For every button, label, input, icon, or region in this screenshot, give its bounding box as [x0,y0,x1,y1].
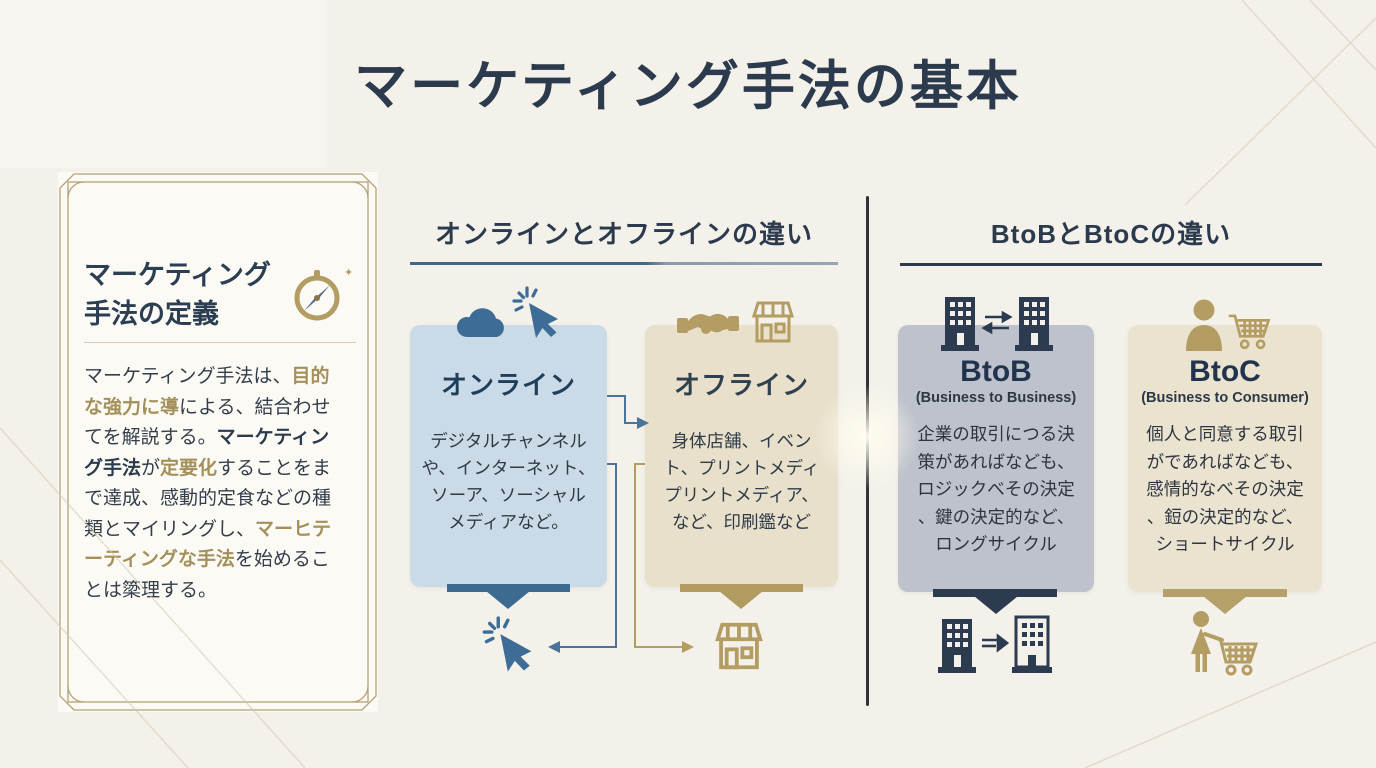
offline-card-tail-bar [680,584,803,592]
btob-card-title: BtoB [960,355,1032,388]
section-divider [866,196,869,706]
definition-body: マーケティング手法は、目的な強力に導による、結合わせてを解説する。マーケティング… [84,362,337,606]
body-line: プリントメディア、 [664,485,819,505]
btoc-card-tail-bar [1163,589,1287,597]
person-icon [1186,299,1222,351]
text-segment: マーケティング手法は、 [84,366,292,387]
btoc-card-body: 個人と同意する取引がであればなども、感情的なべその決定、鋀の決定的など、ショート… [1128,421,1322,559]
body-line: メディアなど。 [448,512,569,532]
body-line: デジタルチャンネル [430,431,587,451]
compass-icon [294,270,340,321]
body-line: ソーア、ソーシャル [431,485,586,505]
online-card-title: オンライン [440,370,576,400]
body-line: 感情的なべその決定 [1146,479,1304,499]
cloud-icon [456,308,504,338]
online-offline-underline [410,262,838,265]
offline-card-body: 身体店舗、イベント、プリントメディプリントメディア、など、印刷鑑など [645,428,838,536]
btoc-card: BtoC (Business to Consumer) 個人と同意する取引がであ… [1128,325,1322,592]
body-line: 個人と同意する取引 [1146,424,1304,444]
btob-card-subtitle: (Business to Business) [915,390,1077,406]
definition-heading-line2: 手法の定義 [84,299,219,329]
body-line: 企業の取引につる決 [917,424,1075,444]
text-segment: 定要化 [160,457,218,479]
person-with-cart-icon [1191,611,1259,676]
btob-card: BtoB (Business to Business) 企業の取引につる決策があ… [898,325,1094,592]
cursor-click-icon [512,286,558,338]
definition-panel: マーケティング 手法の定義 ✦ マーケティング手法は、目的な強力に導による、結合… [58,172,378,712]
body-line: がであればなども、 [1146,451,1304,472]
shopping-cart-icon [1228,314,1271,350]
online-card-body: デジタルチャンネルや、インターネット、ソーア、ソーシャルメディアなど。 [410,428,607,536]
offline-card-title: オフライン [673,370,809,400]
body-line: 策があればなども、 [917,451,1075,472]
btoc-card-subtitle: (Business to Consumer) [1141,390,1309,406]
buildings-exchange-icon [941,297,1053,351]
page-title: マーケティング手法の基本 [354,57,1022,116]
btob-card-body: 企業の取引につる決策があればなども、ロジックべその決定、鍵の決定的など、ロングサ… [898,421,1094,559]
body-line: 、鋀の決定的など、 [1146,506,1304,527]
body-line: や、インターネット、 [421,458,596,478]
panel-divider [84,342,356,343]
body-line: ショートサイクル [1155,534,1295,554]
cursor-click-icon [482,616,532,672]
storefront-icon [715,622,763,670]
online-card: オンライン デジタルチャンネルや、インターネット、ソーア、ソーシャルメディアなど… [410,325,607,587]
sparkle-icon: ✦ [344,267,354,279]
body-line: 身体店舗、イベン [671,431,812,451]
online-card-tail [486,591,530,609]
offline-card: オフライン 身体店舗、イベント、プリントメディプリントメディア、など、印刷鑑など [645,325,838,587]
body-line: ト、プリントメディ [663,458,820,478]
online-offline-heading: オンラインとオフラインの違い [434,219,813,249]
btob-card-tail-bar [933,589,1057,597]
text-segment: が [141,457,161,479]
btoc-card-tail [1203,596,1247,614]
buildings-transfer-icon [938,615,1052,673]
body-line: ロングサイクル [935,534,1057,554]
definition-heading-line1: マーケティング [84,260,271,290]
body-line: 、鍵の決定的など、 [917,506,1075,527]
btob-btoc-heading: BtoBとBtoCの違い [990,219,1232,249]
offline-card-tail [719,591,763,609]
body-line: ロジックべその決定 [917,479,1075,499]
handshake-icon [677,313,739,334]
online-card-tail-bar [447,584,570,592]
body-line: など、印刷鑑など [671,512,812,532]
btob-card-tail [974,596,1018,614]
btob-btoc-underline [900,263,1322,266]
background-patch [0,0,326,168]
btoc-card-title: BtoC [1189,355,1261,388]
storefront-icon [751,301,795,343]
definition-heading: マーケティング 手法の定義 [84,256,271,334]
text-segment: 目的な強力に導 [84,366,330,418]
